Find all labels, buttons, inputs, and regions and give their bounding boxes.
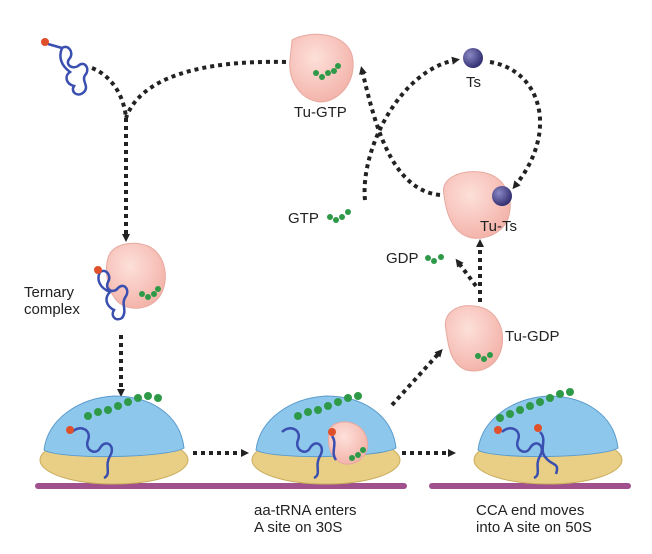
arrow-ts-cycle-right [489,60,542,190]
label-step-30s-line1: aa-tRNA enters [254,502,357,519]
ribosome-2 [251,392,401,485]
free-aminoacyl-trna [41,38,89,96]
amino-acid-icon [41,38,49,46]
label-ts: Ts [466,74,481,91]
arrow-tugtp-merge [124,59,287,119]
ef-tu-gdp-complex [444,305,504,372]
label-step-50s-line1: CCA end moves [476,502,585,519]
label-ternary-line2: complex [24,301,80,318]
label-ternary-line1: Ternary [24,284,75,301]
ribosome-3 [473,388,623,485]
arrow-gtp-to-ts [362,56,460,201]
label-gtp: GTP [288,210,319,227]
gtp-molecule-icon [313,63,341,80]
label-gdp: GDP [386,250,419,267]
ribosome-1 [39,392,189,485]
ef-tu-gtp-complex [289,33,354,103]
label-ternary-complex: Ternary complex [24,284,80,318]
label-step-50s-line2: into A site on 50S [476,519,592,536]
label-tu-gtp: Tu-GTP [294,104,347,121]
pathway-arrows [91,56,542,457]
label-step-30s-line2: A site on 30S [254,519,343,536]
arrow-release-tugdp [390,349,443,407]
arrow-tuts-to-tugtp [359,66,441,197]
free-gdp-icon [425,254,444,264]
ef-tu-ts-complex [443,171,512,239]
ef-ts-protein [463,48,483,68]
label-step-50s: CCA end moves into A site on 50S [476,502,592,536]
ternary-complex [94,242,166,321]
label-tu-ts: Tu-Ts [480,218,517,235]
label-step-30s: aa-tRNA enters A site on 30S [254,502,357,536]
free-gtp-icon [327,209,351,223]
arrow-to-gdp [455,258,478,288]
arrow-trna-merge [91,66,128,119]
label-tu-gdp: Tu-GDP [505,328,560,345]
